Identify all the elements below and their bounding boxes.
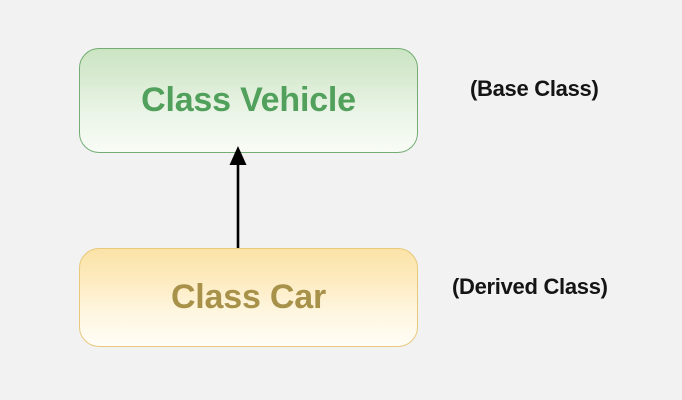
class-box-vehicle[interactable]: Class Vehicle — [79, 48, 418, 153]
class-box-vehicle-label: Class Vehicle — [141, 81, 356, 119]
inheritance-arrow-icon — [229, 146, 247, 252]
class-box-car[interactable]: Class Car — [79, 248, 418, 347]
inheritance-arrow-head — [229, 146, 247, 165]
base-class-annotation: (Base Class) — [470, 76, 599, 101]
class-box-car-label: Class Car — [170, 278, 327, 316]
derived-class-annotation: (Derived Class) — [452, 274, 608, 299]
